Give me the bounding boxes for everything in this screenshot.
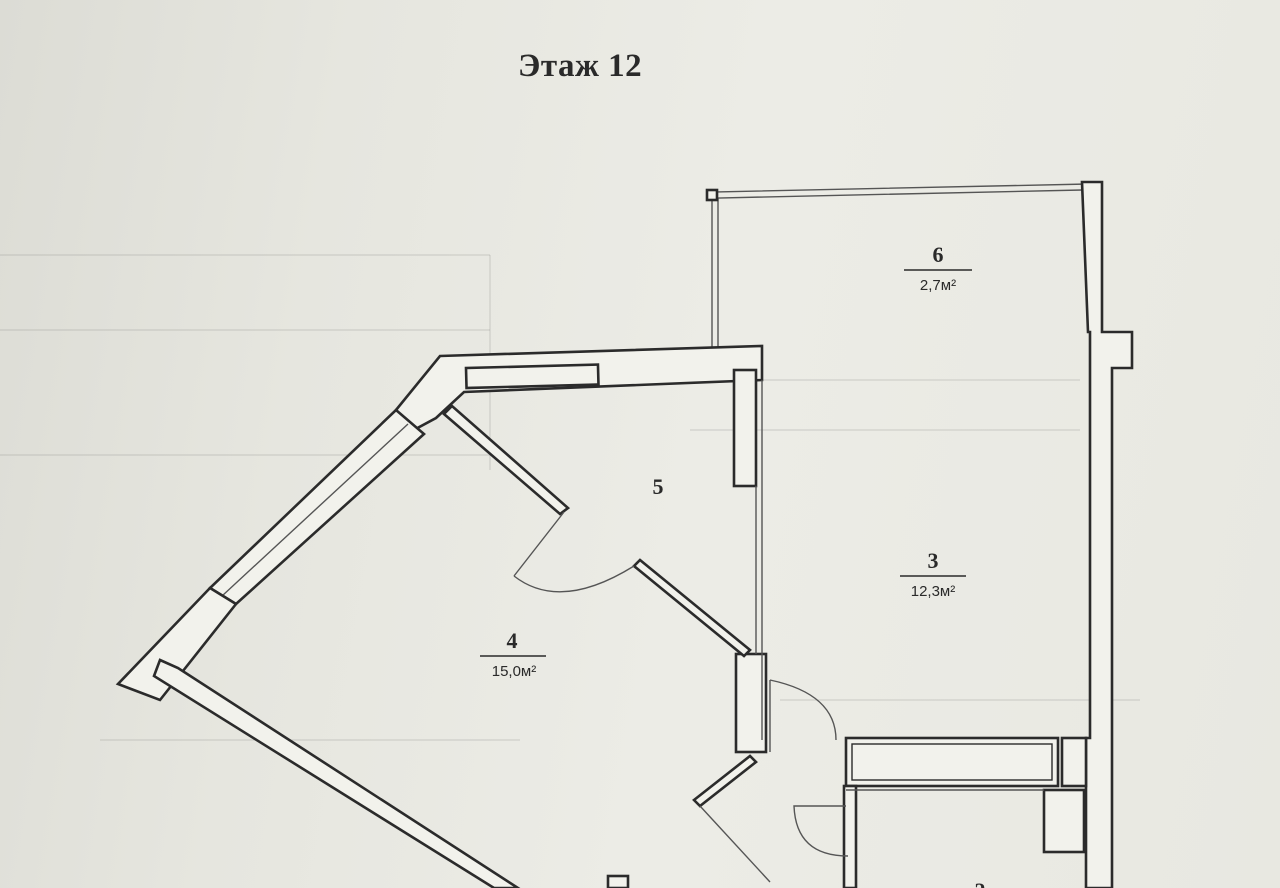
room-label-4: 4 15,0м² — [480, 628, 546, 680]
right-exterior-wall — [1080, 180, 1134, 888]
partition-5-4 — [442, 404, 752, 658]
room-4-number: 4 — [507, 628, 518, 653]
lower-interior-walls — [606, 679, 1088, 888]
floor-title: Этаж 12 — [518, 48, 643, 84]
room-6-number: 6 — [933, 242, 944, 267]
room-label-6: 6 2,7м² — [904, 242, 972, 294]
room-2-number: 2 — [975, 878, 986, 888]
room-label-5: 5 — [653, 474, 664, 499]
room-3-number: 3 — [928, 548, 939, 573]
room-4-area: 15,0м² — [492, 663, 537, 680]
balcony-walls — [705, 183, 1089, 350]
room-label-3: 3 12,3м² — [900, 548, 966, 600]
partition-5-3 — [732, 368, 771, 754]
left-window-wall — [115, 408, 521, 888]
bleed-through-marks — [0, 254, 1140, 741]
room-label-2: 2 — [975, 878, 986, 888]
room-3-area: 12,3м² — [911, 583, 956, 600]
room-5-number: 5 — [653, 474, 664, 499]
room-6-area: 2,7м² — [920, 277, 956, 294]
